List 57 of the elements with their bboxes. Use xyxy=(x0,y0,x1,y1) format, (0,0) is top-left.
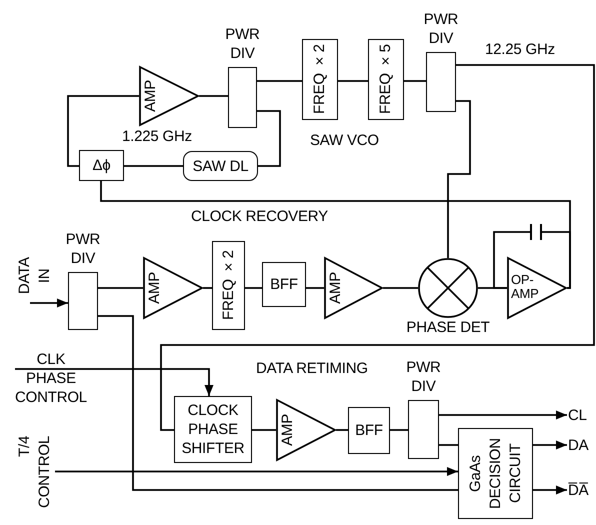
connector-line xyxy=(336,429,348,431)
delay-line-block: SAW DL xyxy=(183,151,258,181)
phase-shifter-block: Δϕ xyxy=(79,150,124,181)
connector-line xyxy=(245,287,262,289)
phase-shifter-block: CLOCK PHASE SHIFTER xyxy=(174,396,252,463)
arrow xyxy=(15,368,214,396)
connector-line xyxy=(542,231,571,289)
frequency-multiplier-block: FREQ ×5 xyxy=(368,39,404,120)
block-label: PWR DIV xyxy=(424,10,458,48)
decision-circuit-block: GaAs DECISION CIRCUIT xyxy=(458,428,533,519)
connector-line xyxy=(199,95,228,97)
arrow xyxy=(533,486,567,494)
block-label: PWR DIV xyxy=(406,358,441,396)
output-label: DA xyxy=(568,436,588,455)
connector-line xyxy=(257,110,281,167)
amplifier-symbol: AMP xyxy=(276,399,336,461)
frequency-multiplier-block: FREQ ×2 xyxy=(212,241,245,330)
block-label: PWR DIV xyxy=(225,25,260,63)
connector-line xyxy=(257,80,302,82)
block-label: PWR DIV xyxy=(66,230,100,268)
arrow xyxy=(439,410,567,420)
connector-line xyxy=(98,287,143,289)
arrow xyxy=(533,440,567,450)
connector-line xyxy=(439,444,458,446)
connector-line xyxy=(203,287,212,289)
connector-line xyxy=(338,80,368,82)
connector-line xyxy=(306,287,324,289)
output-label: D̅A̅ xyxy=(568,481,588,500)
amplifier-symbol: AMP xyxy=(324,257,383,319)
connector-line xyxy=(447,100,471,258)
circuit-block: BFF xyxy=(262,262,306,307)
frequency-multiplier-block: FREQ ×2 xyxy=(302,39,338,120)
op-amp-symbol: OP-AMP xyxy=(507,257,567,319)
input-label: DATA IN xyxy=(15,258,55,294)
connector-line xyxy=(124,165,183,167)
input-label: CLK PHASE CONTROL xyxy=(15,350,87,407)
section-label: CLOCK RECOVERY xyxy=(191,208,328,226)
frequency-label: 1.225 GHz xyxy=(122,128,192,146)
connector-line xyxy=(98,315,458,491)
connector-line xyxy=(67,95,139,167)
connector-line xyxy=(493,231,530,289)
arrow xyxy=(30,298,68,308)
arrow xyxy=(55,467,458,476)
connector-line xyxy=(478,287,507,289)
section-label: SAW VCO xyxy=(310,132,379,150)
output-label: CL xyxy=(568,406,587,425)
input-label: T/4 CONTROL xyxy=(15,436,55,508)
amplifier-symbol: AMP xyxy=(143,257,203,319)
block-label: PHASE DET xyxy=(406,318,490,337)
section-label: DATA RETIMING xyxy=(256,360,368,378)
connector-line xyxy=(252,429,276,431)
connector-line xyxy=(160,64,595,431)
connector-line xyxy=(383,287,418,289)
circuit-block: BFF xyxy=(348,407,390,454)
connector-line xyxy=(404,80,426,82)
amplifier-symbol: AMP xyxy=(139,66,199,126)
connector-line xyxy=(390,429,408,431)
